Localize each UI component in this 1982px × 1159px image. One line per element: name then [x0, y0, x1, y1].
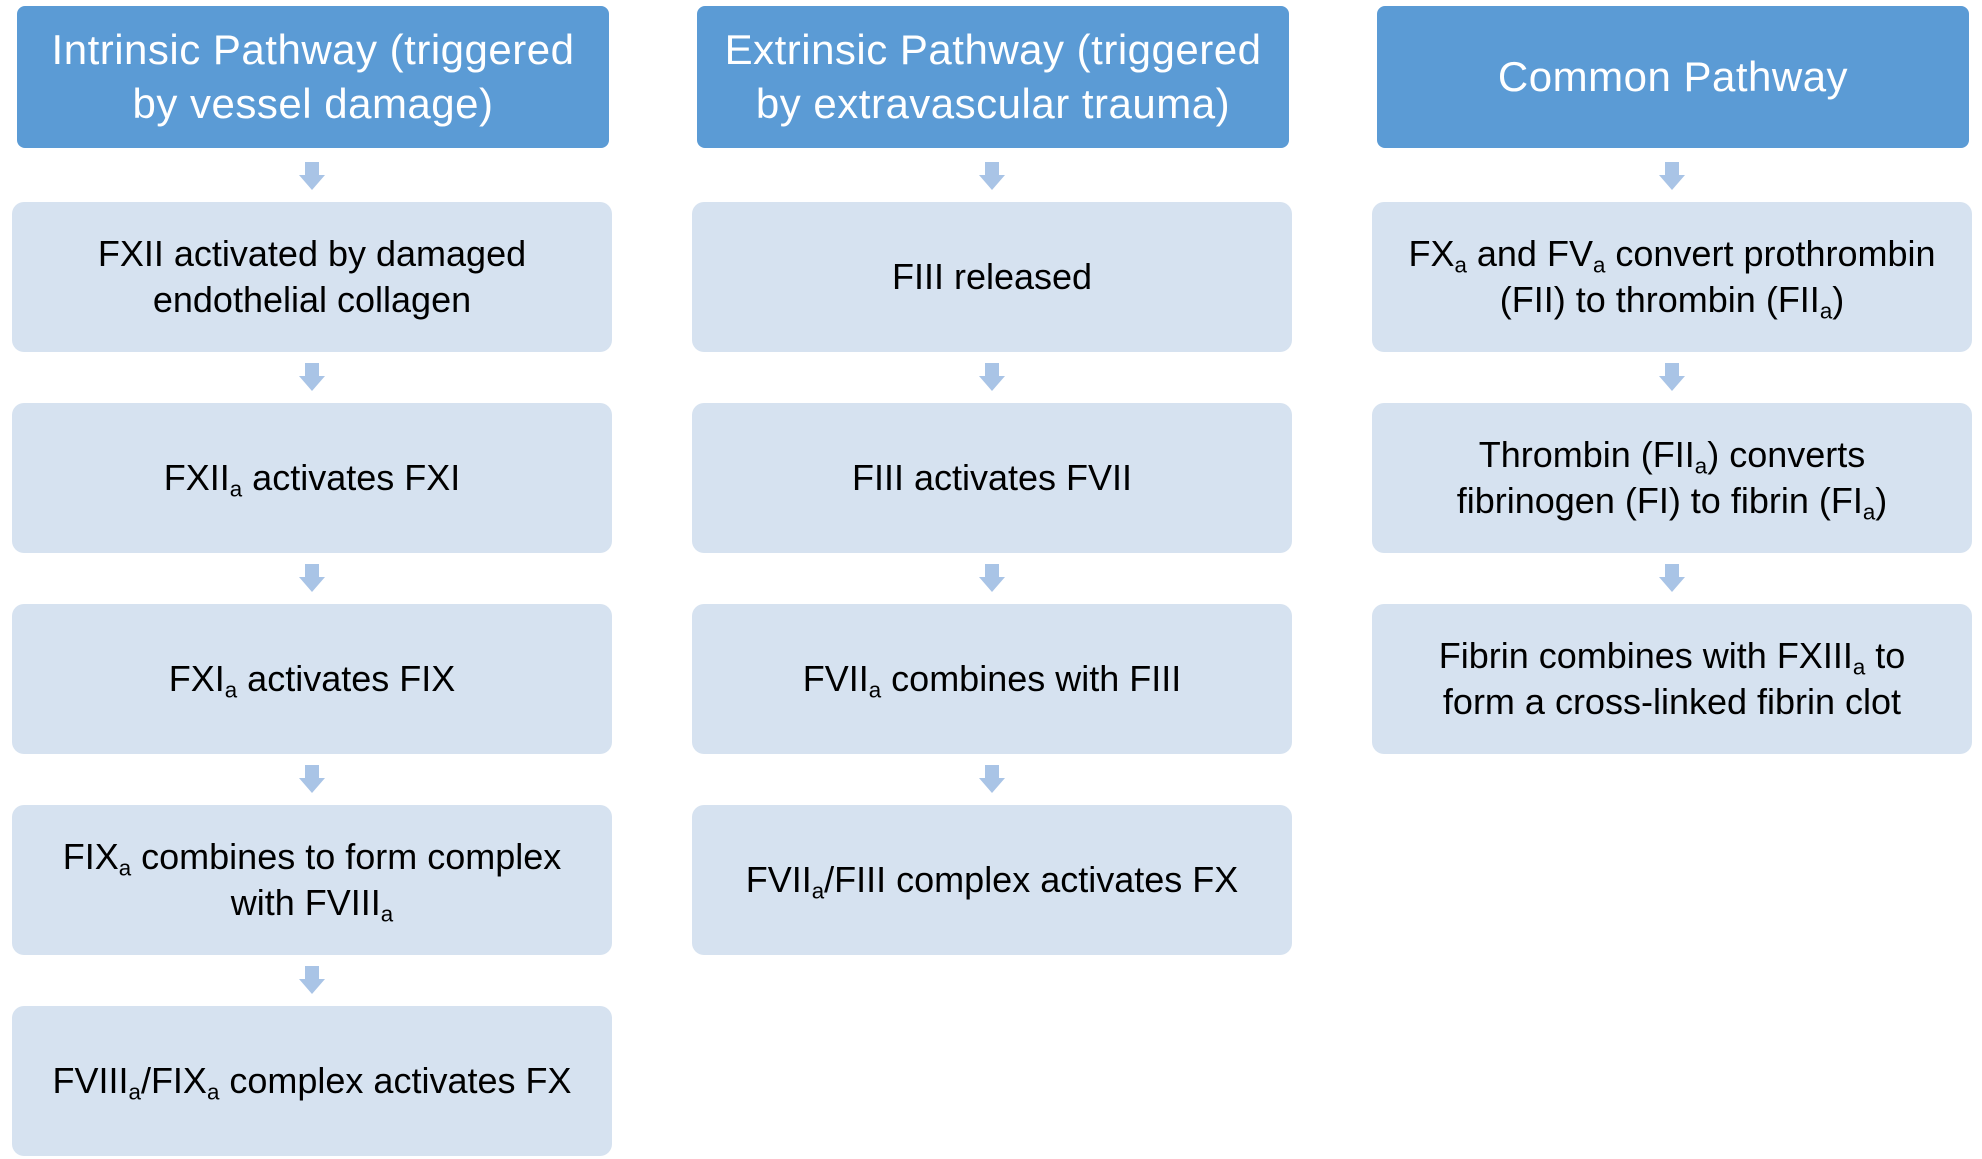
- step-text: FXIa activates FIX: [169, 656, 456, 702]
- subscript: a: [1862, 499, 1876, 525]
- text-segment: combines to form complex with FVIII: [131, 836, 562, 923]
- text-segment: FVIII: [52, 1060, 129, 1101]
- subscript: a: [118, 855, 132, 881]
- text-segment: FIX: [62, 836, 119, 877]
- text-segment: FX: [1408, 233, 1455, 274]
- step-text: FXII activated by damaged endothelial co…: [40, 231, 584, 323]
- text-segment: activates FXI: [242, 457, 461, 498]
- down-arrow-icon: [299, 363, 325, 391]
- extrinsic-step-3: FVIIa combines with FIII: [692, 604, 1292, 754]
- subscript: a: [128, 1079, 141, 1105]
- step-text: FIXa combines to form complex with FVIII…: [40, 834, 584, 926]
- text-segment: combines with FIII: [881, 658, 1182, 699]
- down-arrow-icon: [979, 564, 1005, 592]
- common-pathway-header: Common Pathway: [1377, 6, 1969, 148]
- down-arrow-icon: [299, 765, 325, 793]
- down-arrow-icon: [1659, 363, 1685, 391]
- down-arrow-icon: [979, 765, 1005, 793]
- text-segment: ) converts fibrinogen (FI) to fibrin (FI: [1456, 434, 1866, 521]
- step-text: FIII released: [892, 254, 1092, 300]
- text-segment: FIII released: [891, 256, 1093, 297]
- intrinsic-step-3: FXIa activates FIX: [12, 604, 612, 754]
- subscript: a: [224, 677, 238, 703]
- text-segment: FXII activated by damaged endothelial co…: [97, 233, 527, 320]
- text-segment: and FV: [1466, 233, 1593, 274]
- extrinsic-step-1: FIII released: [692, 202, 1292, 352]
- common-step-1: FXa and FVa convert prothrombin (FII) to…: [1372, 202, 1972, 352]
- text-segment: ): [1875, 480, 1888, 521]
- extrinsic-step-4: FVIIa/FIII complex activates FX: [692, 805, 1292, 955]
- subscript: a: [811, 878, 825, 904]
- text-segment: convert prothrombin (FII) to thrombin (F…: [1499, 233, 1936, 320]
- intrinsic-step-1: FXII activated by damaged endothelial co…: [12, 202, 612, 352]
- step-text: FVIIa combines with FIII: [803, 656, 1182, 702]
- down-arrow-icon: [979, 162, 1005, 190]
- step-text: FXa and FVa convert prothrombin (FII) to…: [1400, 231, 1944, 323]
- subscript: a: [868, 677, 882, 703]
- text-segment: FIII activates FVII: [851, 457, 1133, 498]
- down-arrow-icon: [1659, 162, 1685, 190]
- subscript: a: [1592, 252, 1606, 278]
- subscript: a: [1819, 298, 1833, 324]
- text-segment: complex activates FX: [219, 1060, 572, 1101]
- step-text: FVIIIa/FIXa complex activates FX: [53, 1058, 572, 1104]
- step-text: FIII activates FVII: [852, 455, 1132, 501]
- intrinsic-step-5: FVIIIa/FIXa complex activates FX: [12, 1006, 612, 1156]
- step-text: Thrombin (FIIa) converts fibrinogen (FI)…: [1400, 432, 1944, 524]
- text-segment: ): [1832, 279, 1845, 320]
- intrinsic-pathway-header: Intrinsic Pathway (triggered by vessel d…: [17, 6, 609, 148]
- down-arrow-icon: [299, 564, 325, 592]
- step-text: Fibrin combines with FXIIIa to form a cr…: [1400, 633, 1944, 725]
- step-text: FVIIa/FIII complex activates FX: [746, 857, 1239, 903]
- text-segment: /FIX: [140, 1060, 207, 1101]
- common-step-3: Fibrin combines with FXIIIa to form a cr…: [1372, 604, 1972, 754]
- text-segment: FVII: [745, 859, 812, 900]
- text-segment: FXI: [168, 658, 225, 699]
- down-arrow-icon: [1659, 564, 1685, 592]
- text-segment: FVII: [802, 658, 869, 699]
- subscript: a: [206, 1079, 220, 1105]
- text-segment: FXII: [163, 457, 230, 498]
- subscript: a: [1694, 453, 1708, 479]
- intrinsic-step-4: FIXa combines to form complex with FVIII…: [12, 805, 612, 955]
- text-segment: Thrombin (FII: [1478, 434, 1695, 475]
- down-arrow-icon: [979, 363, 1005, 391]
- down-arrow-icon: [299, 966, 325, 994]
- text-segment: to form a cross-linked fibrin clot: [1442, 635, 1906, 722]
- subscript: a: [380, 901, 394, 927]
- text-segment: Fibrin combines with FXIII: [1438, 635, 1853, 676]
- subscript: a: [1454, 252, 1467, 278]
- down-arrow-icon: [299, 162, 325, 190]
- common-step-2: Thrombin (FIIa) converts fibrinogen (FI)…: [1372, 403, 1972, 553]
- subscript: a: [229, 476, 243, 502]
- step-text: FXIIa activates FXI: [164, 455, 461, 501]
- extrinsic-step-2: FIII activates FVII: [692, 403, 1292, 553]
- extrinsic-pathway-header: Extrinsic Pathway (triggered by extravas…: [697, 6, 1289, 148]
- text-segment: /FIII complex activates FX: [824, 859, 1239, 900]
- subscript: a: [1852, 654, 1866, 680]
- text-segment: activates FIX: [237, 658, 456, 699]
- intrinsic-step-2: FXIIa activates FXI: [12, 403, 612, 553]
